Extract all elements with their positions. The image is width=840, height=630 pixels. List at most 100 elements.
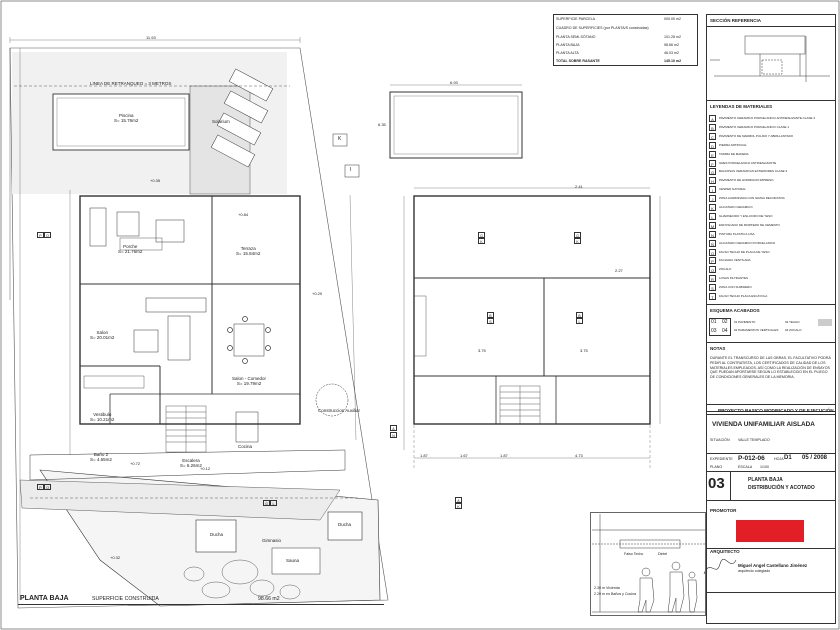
finish-swatch — [818, 319, 832, 326]
legend-key: F — [709, 159, 716, 167]
right-key-a: A — [390, 425, 397, 431]
level-0: +0.35 — [150, 178, 161, 183]
front-setback-label: LINEA DE RETRANQUEO = 3 METROS — [90, 81, 172, 86]
right-key-g: G — [478, 232, 485, 238]
plano-number: 03 — [708, 475, 725, 492]
legend-key: I — [709, 186, 716, 194]
key-k: K — [338, 136, 342, 142]
people-panel — [592, 514, 706, 613]
legend-text: ZOCALO — [719, 267, 732, 272]
promotor-redacted — [736, 520, 804, 542]
right-key-a2: A — [455, 497, 462, 503]
situacion-label: SITUACIÓN — [710, 438, 730, 442]
expediente-label: EXPEDIENTE — [710, 457, 733, 461]
room-construccion-auxiliar: Construccion Auxiliar — [318, 408, 361, 413]
legend-key: O — [709, 248, 716, 256]
legend-text: PAVIMENTO CERAMICO PORCELANICO CLASE 1 — [719, 124, 790, 129]
legend-text: PIEDRA ARTIFICIAL — [719, 142, 747, 147]
key-l: L — [270, 500, 277, 506]
legend-text: PAVIMENTO DE HORMIGON IMPRESO — [719, 178, 774, 183]
title-underline — [18, 604, 384, 605]
right-dim-9: 2.27 — [615, 268, 623, 273]
legend-key: E — [709, 150, 716, 158]
signature-icon — [703, 558, 737, 575]
key-o-2: O — [44, 484, 51, 490]
left-plan — [9, 37, 389, 609]
info-column — [706, 14, 836, 412]
plano-title-2: DISTRIBUCIÓN Y ACOTADO — [748, 485, 815, 491]
notes-text: DURANTE EL TRANSCURSO DE LAS OBRAS, EL F… — [710, 356, 831, 380]
legend-key: T — [709, 293, 716, 300]
surface-built-value: 98.66 m2 — [258, 596, 280, 602]
right-dim-8: 4.73 — [575, 453, 583, 458]
level-3: +0.72 — [130, 461, 141, 466]
hoja-label: HOJA — [774, 457, 784, 461]
legend-text: CESPED NATURAL — [719, 187, 746, 192]
level-5: +0.32 — [110, 555, 121, 560]
legend-text: GUARNECIDO Y ENLUCIDO DE YESO — [719, 213, 773, 218]
room-solarium: Solarium — [212, 119, 230, 124]
right-dim-0: 6.93 — [450, 80, 458, 85]
legend-text: TARIMA DE MADERA — [719, 151, 749, 156]
fecha-value: 05 / 2008 — [802, 455, 828, 461]
arquitecto-label: ARQUITECTO — [710, 549, 740, 554]
people-label-1: Dintel — [658, 552, 668, 556]
legend-text: FALSO TECHO PLACA ESCAYOLA — [719, 294, 768, 298]
legend-key: N — [709, 230, 716, 238]
room-ducha-2: Ducha — [338, 522, 352, 527]
right-key-n: N — [390, 432, 397, 438]
promotor-label: PROMOTOR — [710, 508, 737, 513]
key-g: G — [263, 500, 270, 506]
legend-key: H — [709, 177, 716, 185]
people-label-0: Falso Techo — [624, 552, 644, 556]
level-1: +0.84 — [238, 212, 249, 217]
legend-key: G — [709, 168, 716, 176]
legend-text: GRES PORCELANICO ANTIDESLIZANTE — [719, 160, 777, 165]
right-key-k: K — [478, 238, 485, 244]
section-sketch — [710, 35, 830, 82]
right-key-b2: B — [576, 312, 583, 318]
legend-text: PAVIMENTO DE MARMOL PULIDO Y ABRILLANTAD… — [719, 133, 794, 138]
finishes-title: ESQUEMA ACABADOS — [710, 308, 760, 313]
right-key-k3: K — [455, 503, 462, 509]
hoja-value: D1 — [784, 455, 792, 461]
title-block — [706, 404, 836, 624]
expediente-value: P-012-06 — [738, 455, 765, 462]
right-dim-2: 2.41 — [575, 184, 583, 189]
room-gimnasio: Gimnasio — [262, 538, 282, 543]
legend-text: PINTURA PLASTICA LISA — [719, 231, 755, 236]
arquitecto-title: arquitecto colegiado — [738, 569, 771, 573]
right-dim-6: 1.67 — [460, 453, 468, 458]
level-4: +0.12 — [200, 466, 211, 471]
project-header: PROYECTO BASICO MODIFICADO Y DE EJECUCIÓ… — [718, 408, 834, 413]
legend-key: A — [709, 115, 716, 122]
legend-text: FACHADA VENTILADA — [719, 258, 751, 263]
escala-label: ESCALA — [738, 465, 753, 469]
legend-title: LEYENDAS DE MATERIALES — [710, 104, 773, 109]
finishes-grid: 01 02 03 04 — [709, 318, 731, 336]
right-dim-7: 1.87 — [500, 453, 508, 458]
people-label-2: 2.30 m Vivienda — [594, 586, 620, 590]
right-dim-3: 3.75 — [478, 348, 486, 353]
legend-key: L — [709, 212, 716, 220]
legend-text: ZONA AJARDINADA CON GRAVA DECORATIVA — [719, 196, 785, 201]
room-cocina: Cocina — [238, 444, 253, 449]
